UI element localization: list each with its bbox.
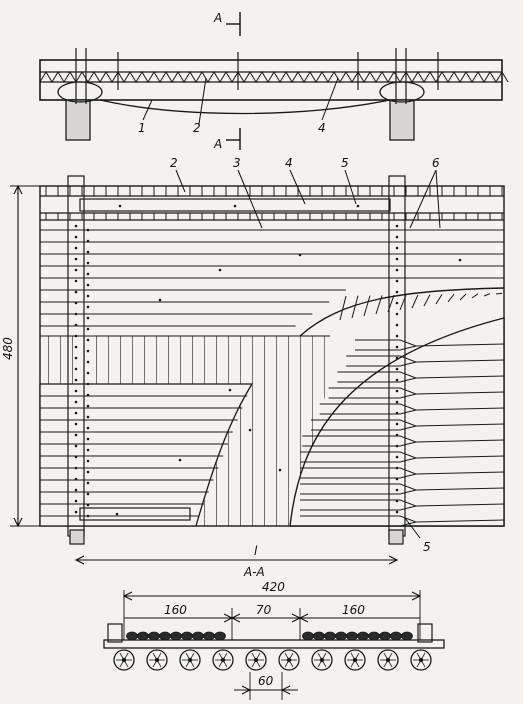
section-view: A-A 420 160 70 160 60 [103, 565, 445, 700]
horizontal-planking-lower [40, 395, 248, 517]
plan-view: 480 l 2 3 4 5 6 5 [1, 156, 505, 565]
elevation-view: A A 1 2 4 [39, 11, 509, 151]
dim-70: 70 [256, 603, 272, 617]
support-right [389, 99, 415, 141]
dim-60: 60 [258, 674, 274, 688]
stringer-top [79, 198, 391, 212]
plan-callout-5: 5 [341, 156, 349, 170]
callout-2: 2 [193, 121, 201, 135]
top-rib-row [45, 186, 503, 220]
plan-callout-6: 6 [432, 156, 440, 170]
stringer-bottom [79, 507, 191, 521]
dim-420: 420 [262, 580, 285, 594]
plan-callout-4: 4 [285, 156, 293, 170]
plan-callout-2: 2 [170, 156, 178, 170]
deck [103, 639, 445, 649]
bottom-chord [99, 99, 391, 115]
plan-callout-3: 3 [233, 156, 241, 170]
roller-row [113, 649, 432, 671]
horizontal-planking-upper [40, 229, 504, 337]
section-title: A-A [243, 565, 265, 579]
section-mark-top: A [213, 11, 222, 25]
support-left [65, 99, 91, 141]
callout-4: 4 [318, 121, 326, 135]
section-mark-bottom: A [213, 137, 222, 151]
tapered-planks [300, 339, 505, 527]
dim-480: 480 [1, 337, 15, 360]
plan-callout-5-bottom: 5 [423, 540, 431, 554]
dim-160-right: 160 [342, 603, 365, 617]
dim-l: l [254, 544, 258, 558]
dim-160-left: 160 [164, 603, 187, 617]
diagonal-boundary [299, 287, 505, 337]
log-row [126, 631, 413, 641]
diagonal-planking [339, 292, 503, 321]
tapered-region [289, 317, 505, 527]
elevation-frame [39, 59, 503, 101]
nail-dots [74, 204, 462, 518]
callout-1: 1 [138, 121, 146, 135]
